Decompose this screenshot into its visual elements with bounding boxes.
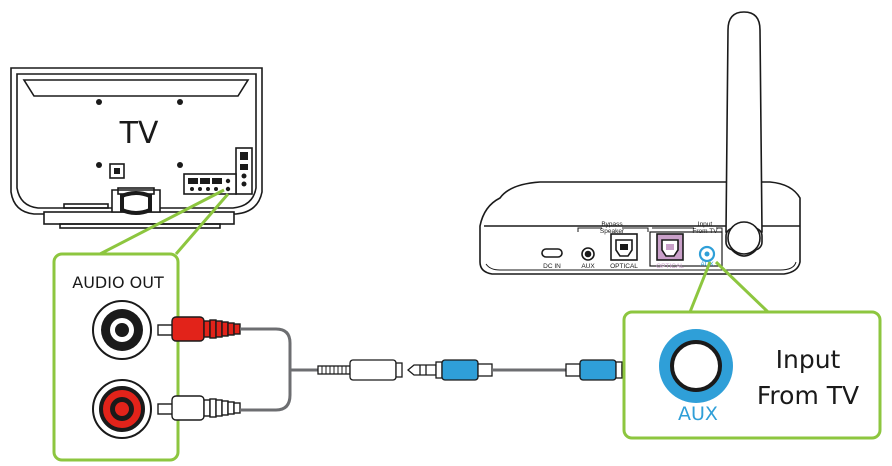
aux-adapter [317, 359, 403, 381]
rca-jack-icon [92, 379, 152, 439]
input-label: Input [698, 221, 713, 228]
rca-jack-icon [92, 300, 152, 360]
optical-input-label: OPTICAL [656, 263, 684, 270]
callout-title-line1: Input [776, 345, 841, 374]
optical-bypass-label: OPTICAL [610, 263, 638, 270]
audio-out-label: AUDIO OUT [72, 273, 164, 292]
aux-bypass-label: AUX [581, 263, 595, 270]
dc-port-icon [541, 248, 563, 258]
tv [10, 67, 263, 229]
callout-aux-label: AUX [678, 403, 718, 425]
tv-label: TV [119, 116, 159, 151]
tv-screws [96, 99, 183, 168]
from-tv-label: From TV [692, 228, 718, 235]
receiver [479, 181, 801, 275]
bypass-label: Bypass [601, 221, 623, 228]
speaker-label: Speaker [600, 228, 625, 235]
receiver-callout-lines [688, 260, 770, 314]
aux-input-label: AUX [700, 261, 714, 268]
callout-title-line2: From TV [757, 381, 859, 410]
aux-jack-icon [581, 247, 595, 261]
optical-port-icon [610, 233, 638, 261]
tv-callout-lines [99, 188, 230, 256]
dc-in-label: DC IN [543, 263, 561, 270]
rca-plug-red [157, 316, 241, 342]
y-cable [240, 327, 320, 412]
optical-port-icon [656, 233, 684, 261]
aux-jack-icon [698, 245, 716, 263]
aux-plug-left [406, 359, 493, 381]
aux-jack-icon [659, 329, 733, 403]
tv-rear-ports [188, 178, 231, 192]
rca-plug-white [157, 395, 241, 421]
antenna-icon [725, 11, 763, 257]
